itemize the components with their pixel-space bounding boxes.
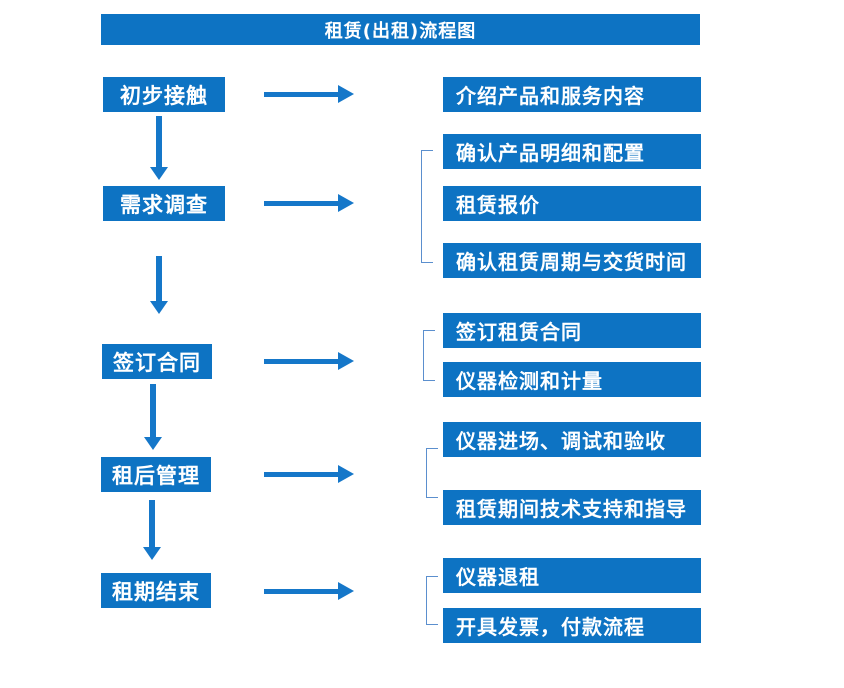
step-box-lease-end: 租期结束 [101, 573, 211, 608]
step-box-post-rental-management: 租后管理 [101, 457, 211, 492]
detail-box-sign-rental-contract: 签订租赁合同 [443, 313, 701, 348]
step-box-initial-contact: 初步接触 [103, 77, 225, 112]
right-arrow-icon [264, 85, 354, 103]
group-bracket [423, 330, 435, 381]
group-bracket [426, 448, 438, 498]
down-arrow-icon [144, 384, 162, 450]
detail-box-confirm-period: 确认租赁周期与交货时间 [443, 243, 701, 278]
detail-box-instrument-setup: 仪器进场、调试和验收 [443, 422, 701, 457]
right-arrow-icon [264, 194, 354, 212]
detail-box-introduce-products: 介绍产品和服务内容 [443, 77, 701, 112]
flowchart-title: 租赁(出租)流程图 [101, 14, 700, 45]
down-arrow-icon [143, 500, 161, 560]
step-box-sign-contract: 签订合同 [102, 344, 212, 379]
detail-box-instrument-return: 仪器退租 [443, 558, 701, 593]
step-box-demand-survey: 需求调查 [103, 186, 225, 221]
detail-box-instrument-testing: 仪器检测和计量 [443, 362, 701, 397]
down-arrow-icon [150, 116, 168, 180]
down-arrow-icon [150, 256, 168, 314]
group-bracket [421, 150, 433, 263]
detail-box-invoice-payment: 开具发票，付款流程 [443, 608, 701, 643]
detail-box-confirm-details: 确认产品明细和配置 [443, 134, 701, 169]
right-arrow-icon [264, 352, 354, 370]
detail-box-tech-support: 租赁期间技术支持和指导 [443, 490, 701, 525]
group-bracket [426, 576, 438, 625]
right-arrow-icon [264, 465, 354, 483]
right-arrow-icon [264, 582, 354, 600]
detail-box-rental-quotation: 租赁报价 [443, 186, 701, 221]
